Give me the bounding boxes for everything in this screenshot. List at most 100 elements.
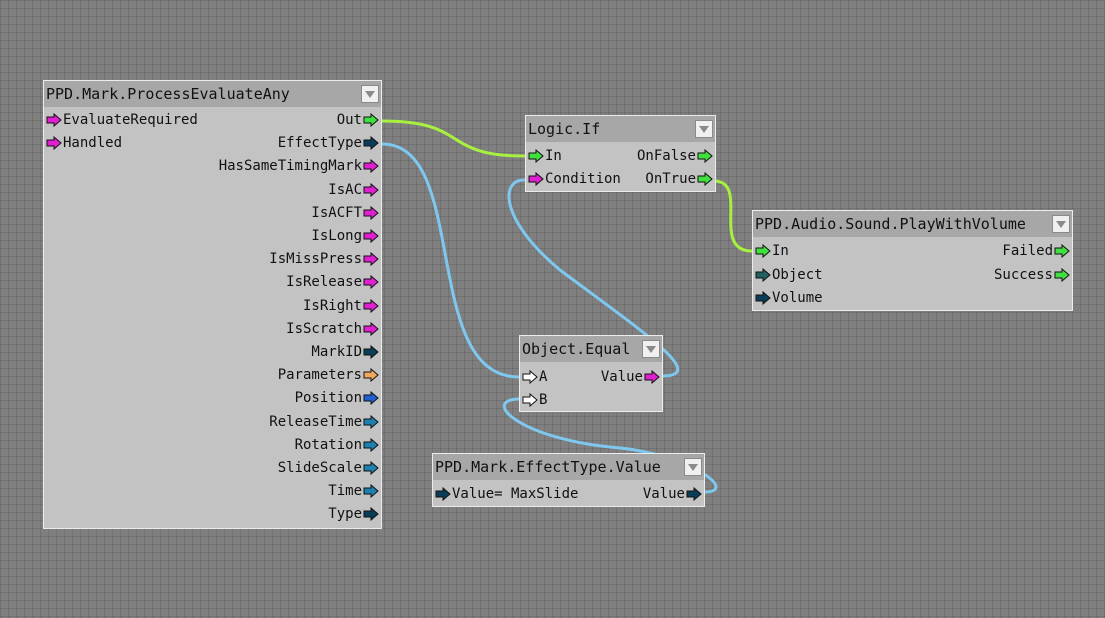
output-port-isacft[interactable]: IsACFT [311,203,379,223]
input-port-handled[interactable]: Handled [46,133,122,153]
input-pin-icon[interactable] [435,487,451,501]
output-pin-icon[interactable] [363,136,379,151]
output-port-isrelease[interactable]: IsRelease [286,272,379,292]
output-port-value[interactable]: Value [643,484,702,504]
node-menu-button[interactable] [1052,215,1070,233]
node-menu-button[interactable] [361,85,379,103]
input-port-in[interactable]: In [528,146,562,166]
node-menu-button[interactable] [695,120,713,138]
output-port-label: IsLong [311,228,362,244]
wire-ontrue-to-play-in[interactable] [712,179,754,253]
output-port-label: Parameters [277,367,362,384]
output-port-label: Type [328,506,362,523]
port-row: Parameters [44,365,381,385]
node-title[interactable]: PPD.Mark.ProcessEvaluateAny [44,81,381,107]
output-pin-icon[interactable] [363,205,379,220]
output-port-onfalse[interactable]: OnFalse [637,146,713,166]
port-row: Rotation [44,435,381,455]
node-effect-type-value[interactable]: PPD.Mark.EffectType.Value Value= MaxSlid… [432,453,705,507]
output-port-isright[interactable]: IsRight [303,296,379,316]
port-row: Object Success [753,265,1072,285]
input-pin-icon[interactable] [755,244,771,258]
output-port-releasetime[interactable]: ReleaseTime [269,412,379,432]
input-port-value-maxslide[interactable]: Value= MaxSlide [435,484,578,504]
input-port-label: Volume [772,290,823,306]
output-pin-icon[interactable] [697,172,713,186]
node-process-evaluate-any[interactable]: PPD.Mark.ProcessEvaluateAny EvaluateRequ… [43,80,382,529]
output-pin-icon[interactable] [363,414,379,429]
output-port-time[interactable]: Time [328,481,379,501]
input-port-object[interactable]: Object [755,265,823,285]
input-pin-icon[interactable] [522,393,538,407]
output-pin-icon[interactable] [363,252,379,267]
output-pin-icon[interactable] [363,321,379,336]
input-port-label: Object [772,266,823,283]
output-pin-icon[interactable] [363,298,379,313]
input-pin-icon[interactable] [528,172,544,186]
node-menu-button[interactable] [684,458,702,476]
input-pin-icon[interactable] [46,136,62,151]
input-pin-icon[interactable] [528,149,544,163]
output-pin-icon[interactable] [363,275,379,290]
output-port-success[interactable]: Success [994,265,1070,285]
node-title[interactable]: PPD.Audio.Sound.PlayWithVolume [753,211,1072,237]
input-port-a[interactable]: A [522,367,547,387]
port-row: Type [44,504,381,524]
output-port-effecttype[interactable]: EffectType [278,133,379,153]
output-port-label: Time [328,483,362,500]
chevron-down-icon [646,346,656,353]
output-pin-icon[interactable] [363,507,379,522]
output-pin-icon[interactable] [363,159,379,174]
output-port-slidescale[interactable]: SlideScale [278,458,379,478]
output-port-rotation[interactable]: Rotation [295,435,379,455]
output-port-type[interactable]: Type [328,504,379,524]
output-port-value[interactable]: Value [601,367,660,387]
node-title[interactable]: Logic.If [526,116,715,142]
output-port-failed[interactable]: Failed [1002,241,1070,261]
output-port-isscratch[interactable]: IsScratch [286,319,379,339]
output-port-label: IsAC [328,181,362,198]
output-pin-icon[interactable] [363,391,379,406]
output-port-isac[interactable]: IsAC [328,180,379,200]
node-title[interactable]: Object.Equal [520,336,662,362]
input-pin-icon[interactable] [755,267,771,282]
wire-effecttype-to-equal-a[interactable] [380,142,521,379]
output-pin-icon[interactable] [363,345,379,359]
input-port-in[interactable]: In [755,241,789,261]
output-pin-icon[interactable] [644,370,660,384]
wire-out-to-if-in[interactable] [380,119,526,158]
input-port-condition[interactable]: Condition [528,169,621,189]
output-pin-icon[interactable] [686,487,702,501]
input-port-b[interactable]: B [522,390,547,410]
output-port-markid[interactable]: MarkID [311,342,379,362]
output-pin-icon[interactable] [1054,267,1070,282]
output-port-hassametimingmark[interactable]: HasSameTimingMark [219,156,379,176]
output-port-ontrue[interactable]: OnTrue [645,169,713,189]
output-pin-icon[interactable] [363,437,379,452]
output-pin-icon[interactable] [363,368,379,383]
output-port-parameters[interactable]: Parameters [278,365,379,385]
output-pin-icon[interactable] [697,149,713,163]
input-pin-icon[interactable] [46,113,62,127]
port-row: In Failed [753,241,1072,261]
output-port-position[interactable]: Position [295,388,379,408]
output-pin-icon[interactable] [363,461,379,475]
output-pin-icon[interactable] [363,113,379,127]
output-pin-icon[interactable] [363,229,379,243]
output-port-out[interactable]: Out [337,110,379,130]
input-pin-icon[interactable] [755,291,771,305]
output-port-ismisspress[interactable]: IsMissPress [269,249,379,269]
input-port-volume[interactable]: Volume [755,288,823,308]
output-pin-icon[interactable] [1054,244,1070,258]
input-pin-icon[interactable] [522,370,538,384]
node-title[interactable]: PPD.Mark.EffectType.Value [433,454,704,480]
chevron-down-icon [1056,221,1066,228]
output-port-islong[interactable]: IsLong [311,226,379,246]
output-pin-icon[interactable] [363,182,379,197]
node-menu-button[interactable] [642,340,660,358]
input-port-evaluaterequired[interactable]: EvaluateRequired [46,110,198,130]
output-pin-icon[interactable] [363,484,379,499]
